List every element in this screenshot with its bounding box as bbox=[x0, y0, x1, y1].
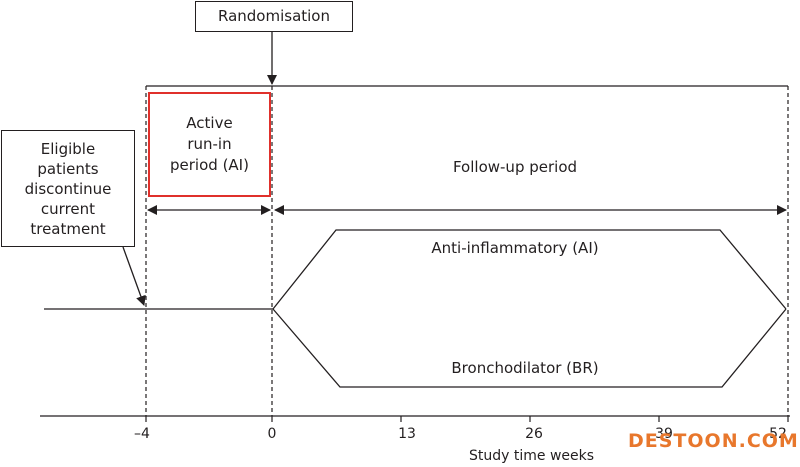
watermark-logo: DESTOON.COM bbox=[628, 430, 799, 452]
eligible-patients-box: Eligible patients discontinue current tr… bbox=[1, 130, 135, 247]
axis-title: Study time weeks bbox=[469, 448, 595, 464]
active-runin-box: Active run-in period (AI) bbox=[148, 92, 271, 197]
followup-period-label: Follow-up period bbox=[452, 158, 578, 176]
tick-label-minus4: –4 bbox=[134, 426, 150, 442]
tick-label-0: 0 bbox=[267, 426, 277, 442]
active-runin-label: Active run-in period (AI) bbox=[170, 114, 249, 174]
br-arm-path bbox=[272, 308, 787, 388]
randomisation-label: Randomisation bbox=[217, 7, 330, 25]
ai-arm-path bbox=[272, 229, 787, 310]
tick-label-52: 52 bbox=[769, 426, 787, 442]
tick-label-39: 39 bbox=[655, 426, 673, 442]
bronchodilator-arm-label: Bronchodilator (BR) bbox=[451, 359, 599, 377]
tick-label-26: 26 bbox=[525, 426, 543, 442]
eligible-pointer-arrow bbox=[122, 246, 146, 306]
eligible-patients-label: Eligible patients discontinue current tr… bbox=[24, 139, 112, 238]
anti-inflammatory-arm-label: Anti-inflammatory (AI) bbox=[431, 239, 599, 257]
randomisation-box: Randomisation bbox=[195, 1, 353, 32]
tick-label-13: 13 bbox=[398, 426, 416, 442]
